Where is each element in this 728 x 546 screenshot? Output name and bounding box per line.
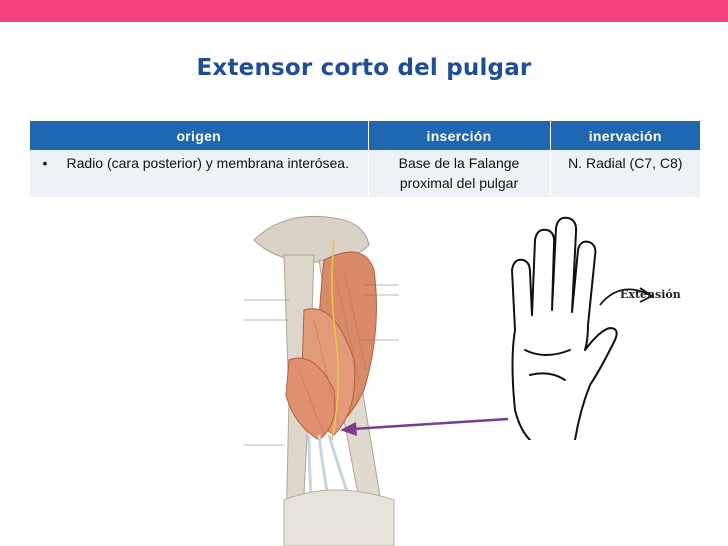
- table-row: • Radio (cara posterior) y membrana inte…: [30, 150, 700, 197]
- slide-title: Extensor corto del pulgar: [196, 55, 532, 81]
- table-header-row: origen inserción inervación: [30, 121, 700, 150]
- forearm-anatomy-illustration: [214, 200, 440, 546]
- top-accent-band: [0, 0, 728, 22]
- pointer-arrow: [340, 417, 509, 436]
- extension-label: Extensión: [620, 288, 681, 301]
- header-insercion: inserción: [368, 121, 551, 150]
- cell-insercion: Base de la Falange proximal del pulgar: [368, 150, 551, 197]
- muscle-info-table: origen inserción inervación • Radio (car…: [30, 121, 700, 197]
- cell-origen: • Radio (cara posterior) y membrana inte…: [30, 150, 369, 197]
- header-origen: origen: [30, 121, 369, 150]
- origen-text: Radio (cara posterior) y membrana interó…: [66, 155, 349, 171]
- bullet-marker: •: [42, 155, 48, 171]
- header-inervacion: inervación: [550, 121, 700, 150]
- hand-extension-sketch: Extensión: [511, 216, 681, 440]
- cell-inervacion: N. Radial (C7, C8): [550, 150, 700, 197]
